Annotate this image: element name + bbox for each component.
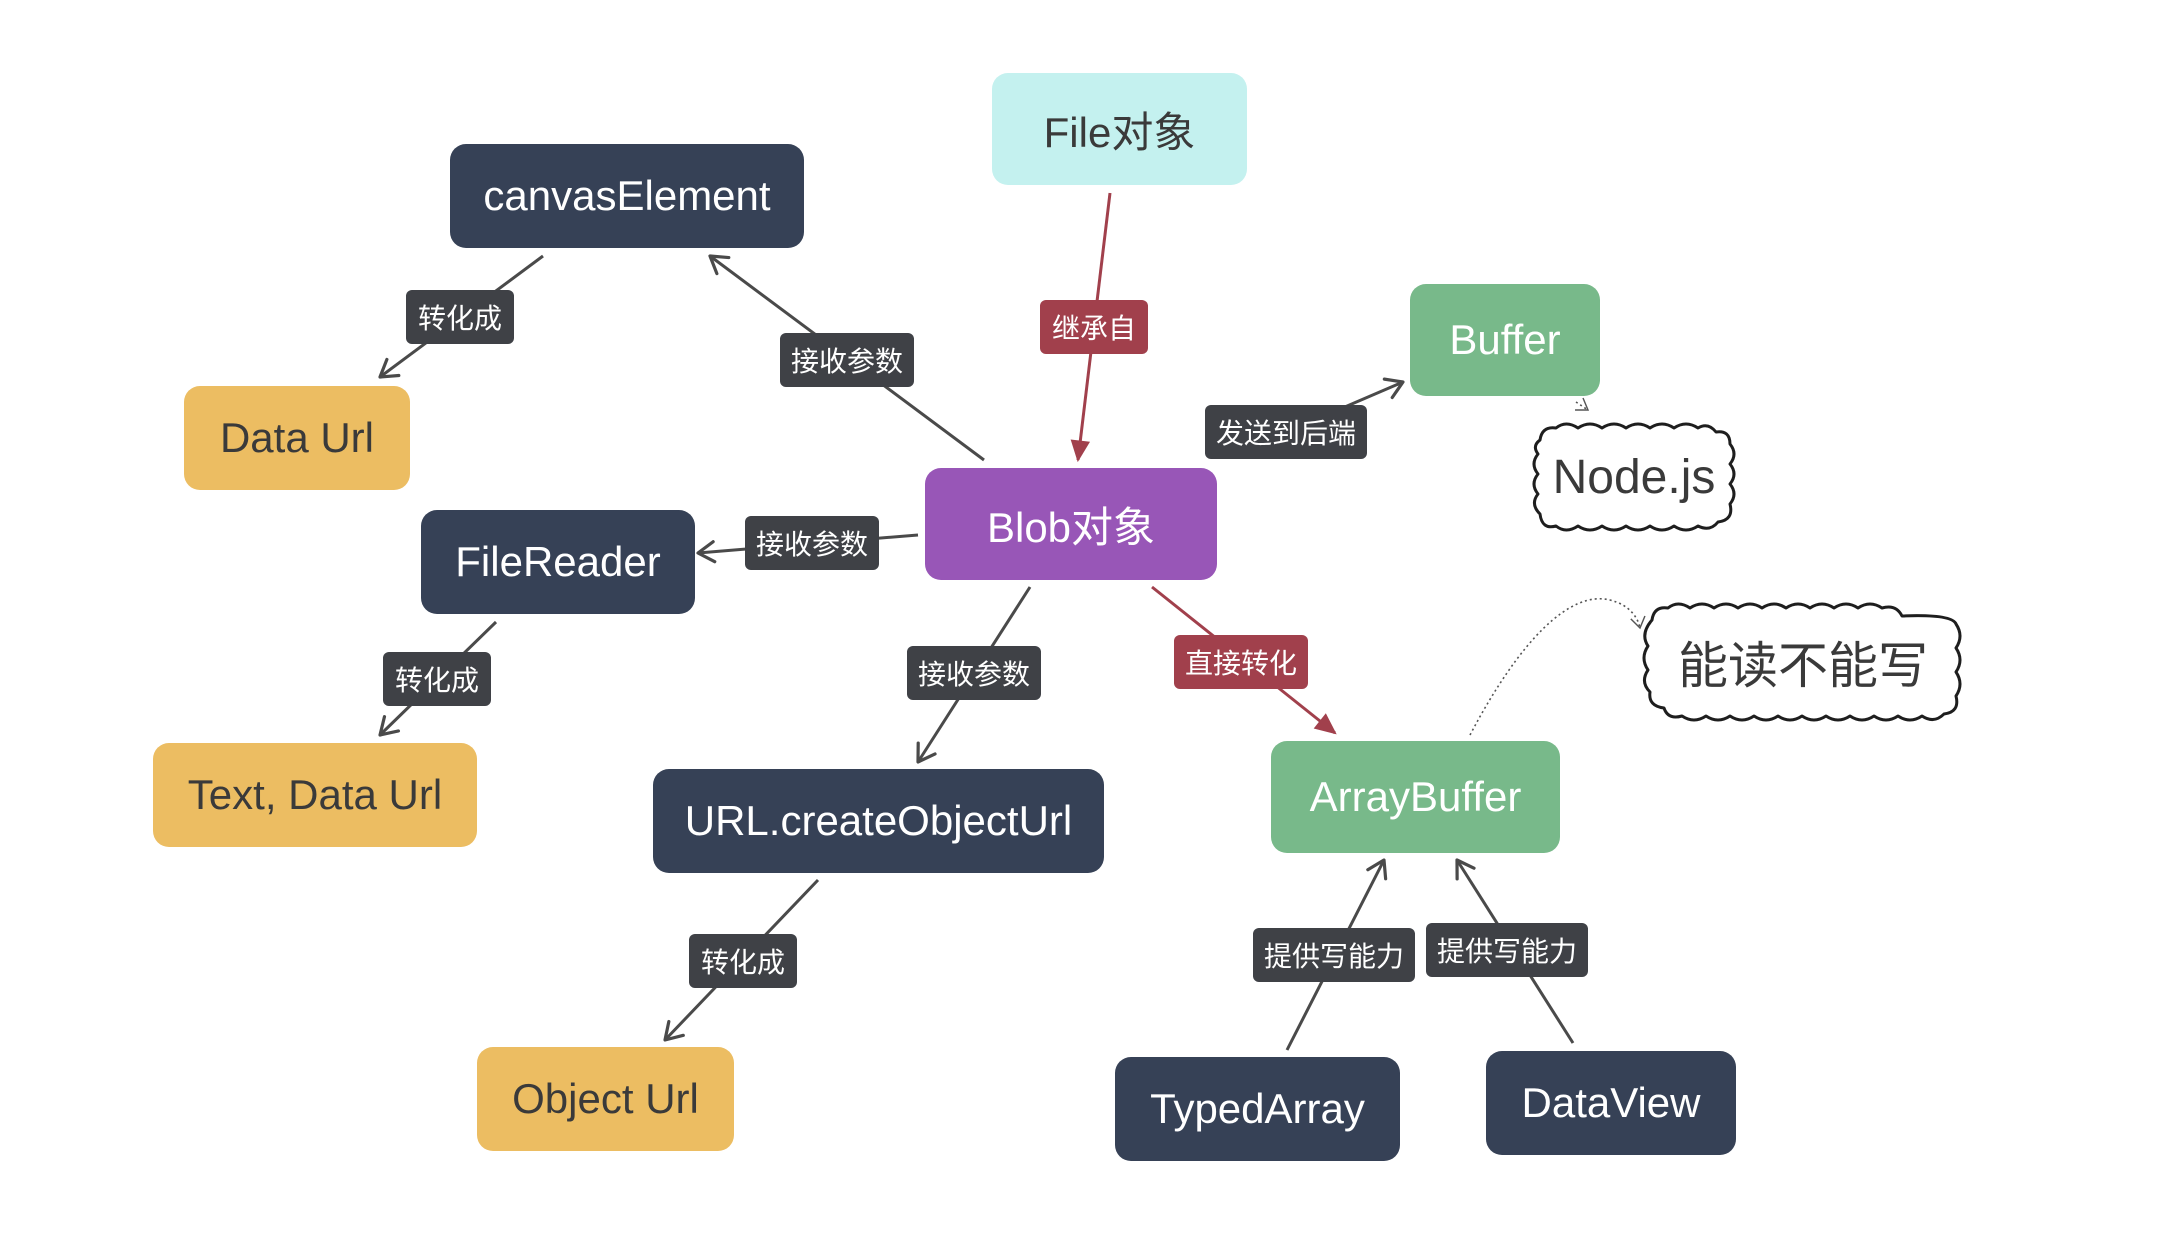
canvas-element-label: canvasElement bbox=[483, 172, 771, 219]
edge-label-filereader-accepts-text: 接收参数 bbox=[755, 529, 868, 560]
array-buffer-node[interactable]: ArrayBuffer bbox=[1271, 741, 1560, 853]
url-create-object-url-node[interactable]: URL.createObjectUrl bbox=[653, 769, 1104, 873]
edge-arraybuffer-to-note bbox=[1469, 597, 1646, 736]
edge-label-typedarray-write: 提供写能力 bbox=[1253, 928, 1415, 982]
edge-label-url-converts: 转化成 bbox=[689, 934, 797, 988]
url-create-object-url-label: URL.createObjectUrl bbox=[684, 797, 1073, 844]
text-data-url-label: Text, Data Url bbox=[187, 771, 443, 818]
nodejs-note-label: Node.js bbox=[1552, 450, 1716, 504]
read-not-write-note: 能读不能写 bbox=[1650, 608, 1956, 716]
edge-label-direct-convert-text: 直接转化 bbox=[1184, 648, 1297, 679]
edge-label-url-accepts: 接收参数 bbox=[907, 646, 1041, 700]
edge-label-direct-convert: 直接转化 bbox=[1174, 635, 1308, 689]
edge-label-filereader-converts: 转化成 bbox=[383, 652, 491, 706]
buffer-node[interactable]: Buffer bbox=[1410, 284, 1600, 396]
object-url-label: Object Url bbox=[512, 1075, 699, 1122]
readonly-cloud-shape bbox=[1642, 602, 1962, 722]
edge-label-canvas-converts-text: 转化成 bbox=[417, 303, 502, 334]
nodejs-cloud-shape bbox=[1532, 422, 1736, 532]
edge-label-dataview-write: 提供写能力 bbox=[1426, 923, 1588, 977]
nodejs-note: Node.js bbox=[1538, 428, 1730, 526]
edge-label-filereader-accepts: 接收参数 bbox=[745, 516, 879, 570]
data-view-label: DataView bbox=[1521, 1079, 1701, 1126]
typed-array-node[interactable]: TypedArray bbox=[1115, 1057, 1400, 1161]
object-url-node[interactable]: Object Url bbox=[477, 1047, 734, 1151]
blob-object-node[interactable]: Blob对象 bbox=[925, 468, 1217, 580]
edge-label-inherit-from-text: 继承自 bbox=[1051, 313, 1136, 344]
data-url-label: Data Url bbox=[219, 414, 375, 461]
array-buffer-label: ArrayBuffer bbox=[1309, 773, 1522, 820]
buffer-label: Buffer bbox=[1449, 316, 1561, 363]
edge-label-inherit-from: 继承自 bbox=[1040, 300, 1148, 354]
typed-array-label: TypedArray bbox=[1150, 1085, 1365, 1132]
edge-label-typedarray-write-text: 提供写能力 bbox=[1263, 941, 1404, 972]
edge-buffer-to-nodejs bbox=[1575, 397, 1590, 411]
blob-object-label: Blob对象 bbox=[986, 503, 1156, 551]
edge-label-canvas-converts: 转化成 bbox=[406, 290, 514, 344]
canvas-element-node[interactable]: canvasElement bbox=[450, 144, 804, 248]
file-reader-label: FileReader bbox=[455, 538, 661, 585]
edge-label-canvas-accepts-text: 接收参数 bbox=[790, 346, 903, 377]
file-object-node[interactable]: File对象 bbox=[992, 73, 1247, 185]
data-view-node[interactable]: DataView bbox=[1486, 1051, 1736, 1155]
file-object-label: File对象 bbox=[1043, 108, 1196, 156]
edge-label-send-to-backend: 发送到后端 bbox=[1205, 405, 1367, 459]
edge-label-canvas-accepts: 接收参数 bbox=[780, 333, 914, 387]
text-data-url-node[interactable]: Text, Data Url bbox=[153, 743, 477, 847]
data-url-node[interactable]: Data Url bbox=[184, 386, 410, 490]
edge-label-dataview-write-text: 提供写能力 bbox=[1436, 936, 1577, 967]
file-reader-node[interactable]: FileReader bbox=[421, 510, 695, 614]
edge-label-url-converts-text: 转化成 bbox=[700, 947, 785, 978]
read-not-write-label: 能读不能写 bbox=[1678, 638, 1928, 694]
edge-label-send-to-backend-text: 发送到后端 bbox=[1215, 418, 1356, 449]
edge-label-url-accepts-text: 接收参数 bbox=[917, 659, 1030, 690]
edge-label-filereader-converts-text: 转化成 bbox=[394, 665, 479, 696]
